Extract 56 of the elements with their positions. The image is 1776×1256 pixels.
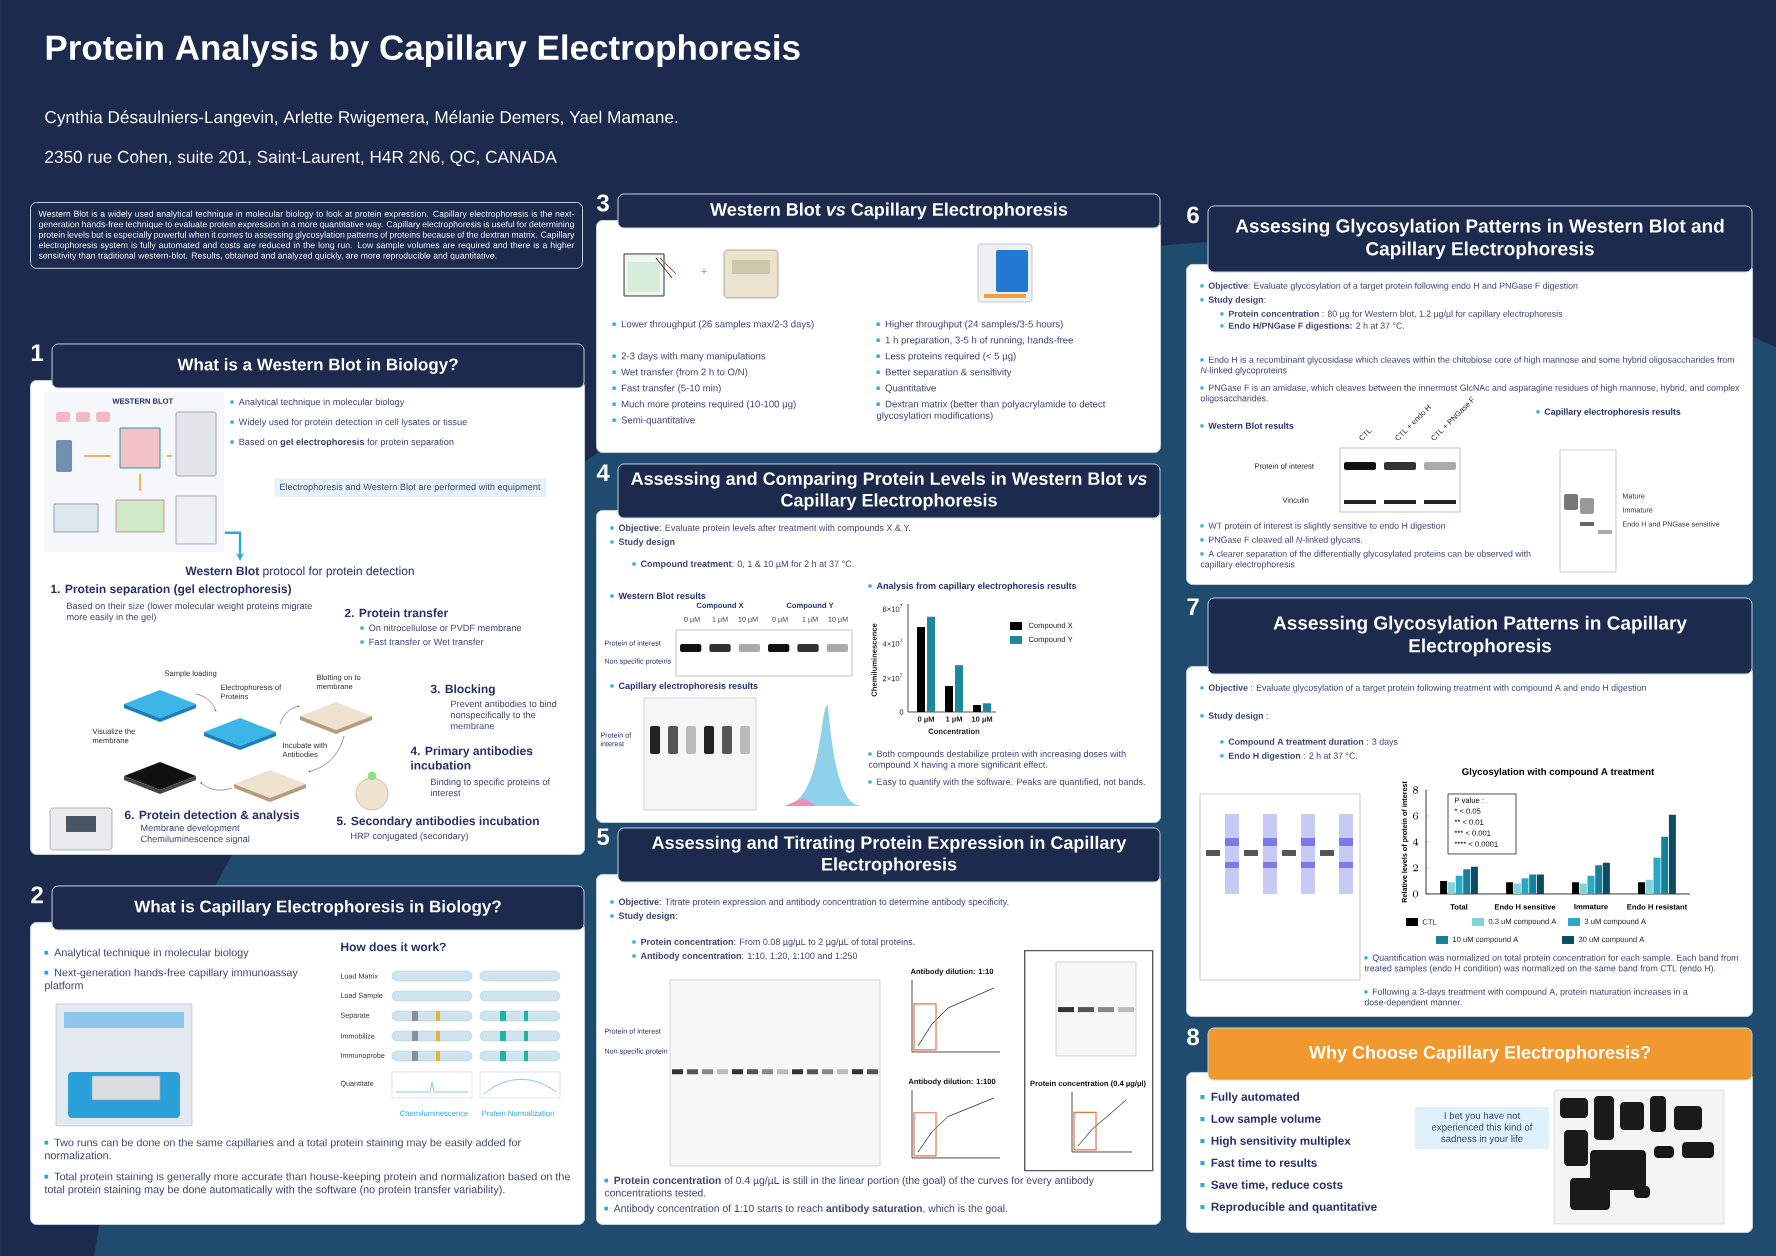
section-number: 1 <box>31 344 44 361</box>
bar <box>1602 862 1610 894</box>
bar <box>1661 836 1669 894</box>
capillary-result-image <box>643 697 864 811</box>
bar <box>1595 865 1603 894</box>
title: Protein Analysis by Capillary Electrophoresis <box>46 34 800 67</box>
author-list: Cynthia Désaulniers-Langevin, Arlette Rwigemera, Mélanie Demers, Yael Mamane. <box>45 110 678 127</box>
bar <box>1470 866 1478 894</box>
blot-image <box>1553 1089 1725 1225</box>
blotter-drawing <box>723 249 779 299</box>
western-blot-image <box>1339 447 1461 513</box>
section-header: Assessing and Comparing Protein Levels in Western Blot vs Capillary Electrophoresis <box>617 463 1161 519</box>
bar <box>1529 874 1537 894</box>
instrument-photo <box>55 1003 193 1127</box>
section-number: 5 <box>597 828 610 846</box>
bar <box>1587 875 1595 894</box>
bar <box>1653 857 1661 894</box>
section-header: Assessing Glycosylation Patterns in Capillary Electrophoresis <box>1207 597 1753 675</box>
section-header: Why Choose Capillary Electrophoresis? <box>1207 1027 1753 1081</box>
gel-image <box>1055 961 1137 1057</box>
bar-chart <box>907 603 997 713</box>
line-plot <box>911 979 1001 1053</box>
bar <box>1447 882 1455 894</box>
bar <box>1455 875 1463 894</box>
results-frame <box>1024 949 1154 1172</box>
section-header: Western Blot vs Capillary Electrophoresis <box>617 193 1161 229</box>
section-number: 8 <box>1187 1028 1199 1046</box>
bar <box>1513 883 1521 894</box>
section-number: 4 <box>596 464 610 481</box>
section-number: 6 <box>1187 206 1199 224</box>
line-plot <box>1071 1091 1133 1153</box>
bar <box>1668 814 1676 894</box>
section-number: 7 <box>1187 598 1199 615</box>
gel-image <box>1199 793 1361 981</box>
section-header: What is Capillary Electrophoresis in Biology? <box>51 885 585 931</box>
gel-image <box>1559 449 1617 573</box>
western-blot-image <box>675 629 853 677</box>
bar <box>1521 878 1529 894</box>
instrument-drawing <box>977 243 1033 303</box>
section-header: Assessing and Titrating Protein Expression in Capillary Electrophoresis <box>617 827 1161 883</box>
bar <box>1463 869 1471 894</box>
arrow <box>224 531 245 561</box>
gel-image <box>669 979 881 1167</box>
line-plot <box>911 1089 1001 1159</box>
capillary-diagram-drawing <box>391 970 561 1099</box>
address: 2350 rue Cohen, suite 201, Saint-Laurent, H4R 2N6, QC, CANADA <box>45 150 557 167</box>
section-number: 2 <box>31 886 43 904</box>
gel-tank-drawing <box>623 253 677 297</box>
section-header: What is a Western Blot in Biology? <box>51 343 585 389</box>
western-blot-schematic-drawing <box>44 391 224 552</box>
section-header: Assessing Glycosylation Patterns in Western Blot and Capillary Electrophoresis <box>1207 205 1753 273</box>
bar <box>1579 883 1587 894</box>
imager-drawing <box>49 807 113 851</box>
bar <box>1645 879 1653 894</box>
bar <box>1536 874 1544 894</box>
section-number: 3 <box>597 194 609 212</box>
